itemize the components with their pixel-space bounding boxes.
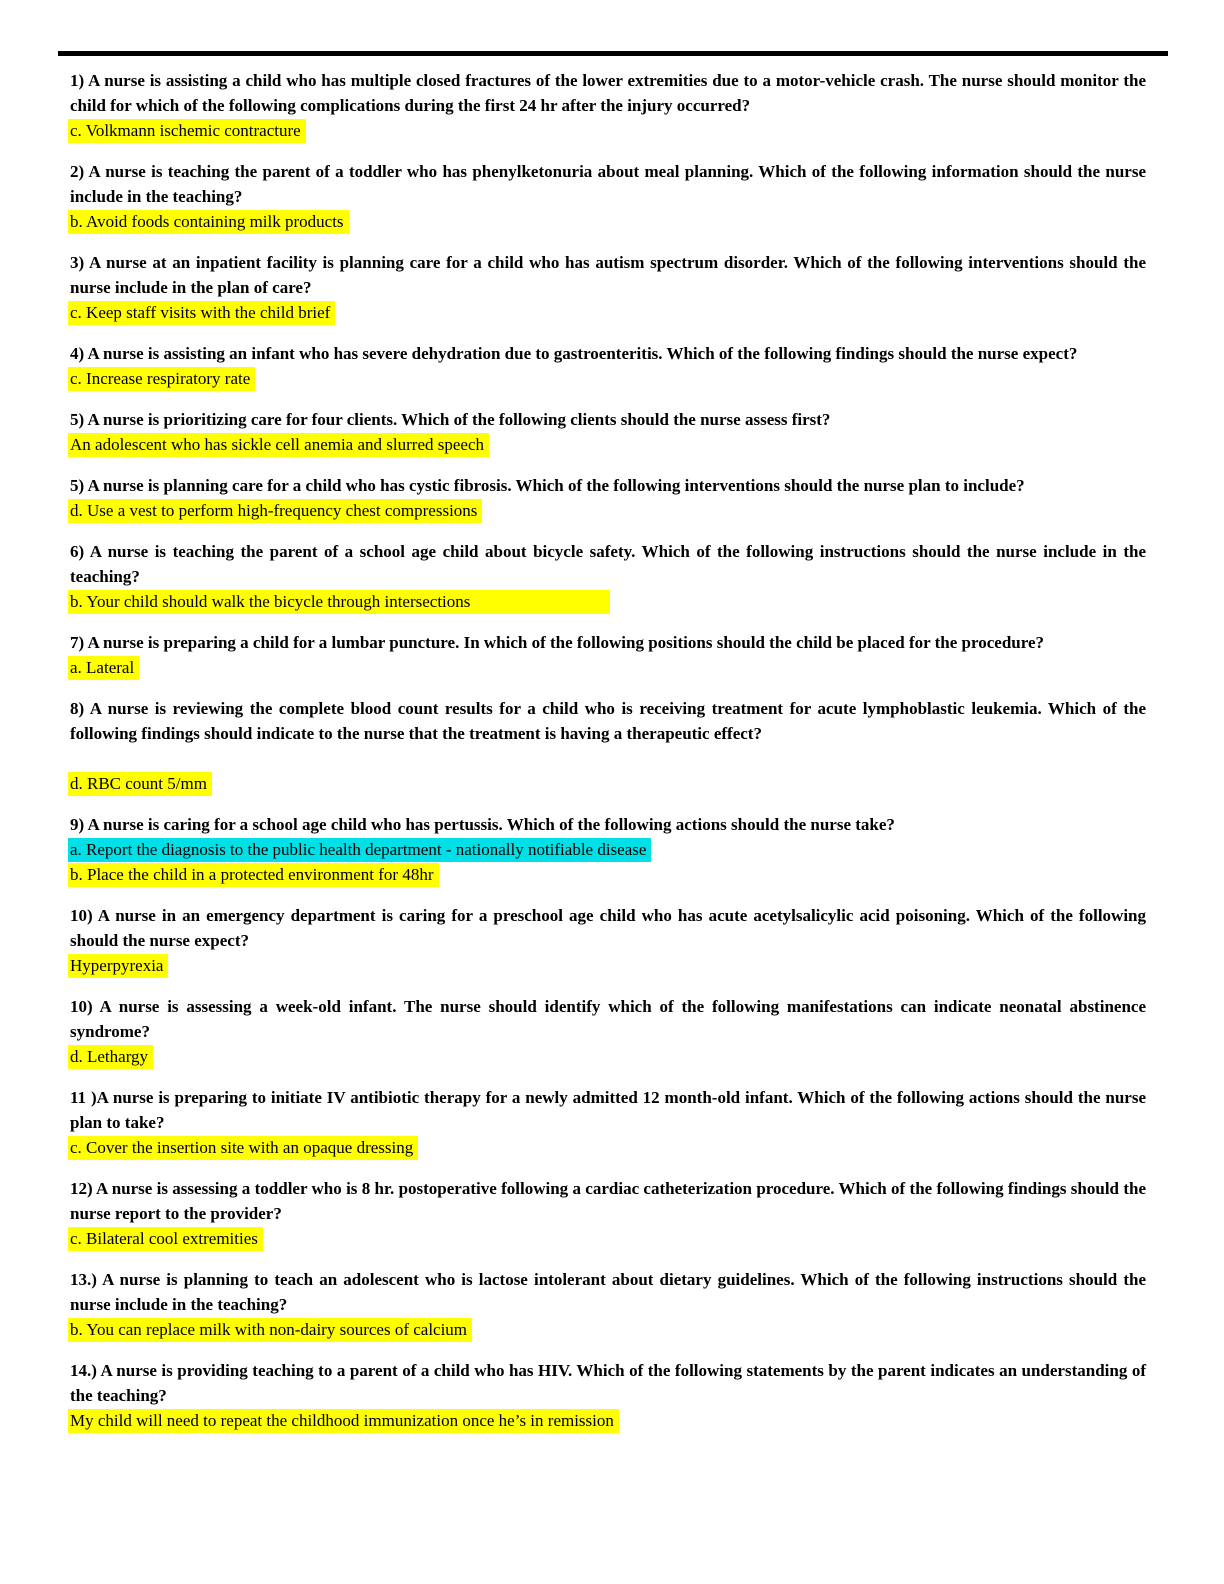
answer-line: b. You can replace milk with non-dairy s… (68, 1317, 1146, 1342)
question-block: 10) A nurse is assessing a week-old infa… (68, 994, 1146, 1069)
question-text: 7) A nurse is preparing a child for a lu… (70, 633, 1045, 652)
answer-line: c. Increase respiratory rate (68, 366, 1146, 391)
question-text: 8) A nurse is reviewing the complete blo… (70, 699, 1146, 743)
answer-highlight: b. Your child should walk the bicycle th… (68, 590, 611, 614)
answer-highlight: b. You can replace milk with non-dairy s… (68, 1318, 473, 1342)
answer-line: My child will need to repeat the childho… (68, 1408, 1146, 1433)
question-block: 11 )A nurse is preparing to initiate IV … (68, 1085, 1146, 1160)
answer-highlight: d. RBC count 5/mm (68, 772, 212, 796)
question-text: 6) A nurse is teaching the parent of a s… (70, 542, 1146, 586)
question-block: 13.) A nurse is planning to teach an ado… (68, 1267, 1146, 1342)
question-text: 9) A nurse is caring for a school age ch… (70, 815, 895, 834)
answer-highlight: c. Keep staff visits with the child brie… (68, 301, 336, 325)
answer-highlight: d. Lethargy (68, 1045, 154, 1069)
answer-highlight: a. Lateral (68, 656, 140, 680)
answer-line: a. Report the diagnosis to the public he… (68, 837, 1146, 862)
answer-line: d. Use a vest to perform high-frequency … (68, 498, 1146, 523)
answer-highlight: An adolescent who has sickle cell anemia… (68, 433, 489, 457)
question-text: 10) A nurse is assessing a week-old infa… (70, 997, 1146, 1041)
question-text: 13.) A nurse is planning to teach an ado… (70, 1270, 1146, 1314)
question-block: 10) A nurse in an emergency department i… (68, 903, 1146, 978)
answer-line: Hyperpyrexia (68, 953, 1146, 978)
answer-highlight: b. Place the child in a protected enviro… (68, 863, 439, 887)
question-text: 10) A nurse in an emergency department i… (70, 906, 1146, 950)
question-text: 3) A nurse at an inpatient facility is p… (70, 253, 1146, 297)
question-block: 14.) A nurse is providing teaching to a … (68, 1358, 1146, 1433)
question-block: 12) A nurse is assessing a toddler who i… (68, 1176, 1146, 1251)
question-text: 5) A nurse is planning care for a child … (70, 476, 1025, 495)
answer-line: c. Keep staff visits with the child brie… (68, 300, 1146, 325)
question-text: 1) A nurse is assisting a child who has … (70, 71, 1146, 115)
answer-line: a. Lateral (68, 655, 1146, 680)
answer-line: b. Your child should walk the bicycle th… (68, 589, 1146, 614)
answer-line: d. Lethargy (68, 1044, 1146, 1069)
question-block: 9) A nurse is caring for a school age ch… (68, 812, 1146, 887)
document-content: 1) A nurse is assisting a child who has … (68, 68, 1146, 1449)
question-block: 5) A nurse is planning care for a child … (68, 473, 1146, 523)
answer-highlight: c. Volkmann ischemic contracture (68, 119, 306, 143)
answer-line: An adolescent who has sickle cell anemia… (68, 432, 1146, 457)
answer-highlight: c. Cover the insertion site with an opaq… (68, 1136, 419, 1160)
question-text: 11 )A nurse is preparing to initiate IV … (70, 1088, 1146, 1132)
question-block: 7) A nurse is preparing a child for a lu… (68, 630, 1146, 680)
answer-highlight: My child will need to repeat the childho… (68, 1409, 619, 1433)
answer-highlight: b. Avoid foods containing milk products (68, 210, 349, 234)
question-block: 8) A nurse is reviewing the complete blo… (68, 696, 1146, 796)
question-text: 5) A nurse is prioritizing care for four… (70, 410, 831, 429)
answer-line: c. Bilateral cool extremities (68, 1226, 1146, 1251)
answer-line: b. Avoid foods containing milk products (68, 209, 1146, 234)
answer-highlight: d. Use a vest to perform high-frequency … (68, 499, 483, 523)
question-block: 1) A nurse is assisting a child who has … (68, 68, 1146, 143)
question-block: 3) A nurse at an inpatient facility is p… (68, 250, 1146, 325)
answer-highlight: c. Bilateral cool extremities (68, 1227, 263, 1251)
question-block: 6) A nurse is teaching the parent of a s… (68, 539, 1146, 614)
question-text: 4) A nurse is assisting an infant who ha… (70, 344, 1078, 363)
question-block: 5) A nurse is prioritizing care for four… (68, 407, 1146, 457)
answer-highlight: a. Report the diagnosis to the public he… (68, 838, 652, 862)
answer-line: c. Cover the insertion site with an opaq… (68, 1135, 1146, 1160)
question-text: 12) A nurse is assessing a toddler who i… (70, 1179, 1146, 1223)
question-text: 14.) A nurse is providing teaching to a … (70, 1361, 1146, 1405)
answer-line: d. RBC count 5/mm (68, 771, 1146, 796)
answer-line: c. Volkmann ischemic contracture (68, 118, 1146, 143)
question-text: 2) A nurse is teaching the parent of a t… (70, 162, 1146, 206)
top-horizontal-rule (58, 51, 1168, 56)
answer-highlight: c. Increase respiratory rate (68, 367, 256, 391)
answer-highlight: Hyperpyrexia (68, 954, 169, 978)
question-block: 2) A nurse is teaching the parent of a t… (68, 159, 1146, 234)
answer-line: b. Place the child in a protected enviro… (68, 862, 1146, 887)
question-block: 4) A nurse is assisting an infant who ha… (68, 341, 1146, 391)
